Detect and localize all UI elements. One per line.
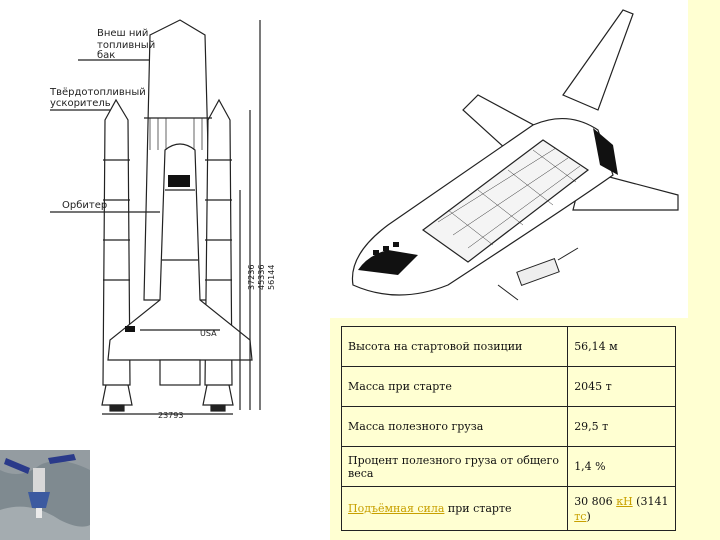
height-dimension-3: 56144 — [267, 265, 276, 290]
spec-value: 56,14 м — [567, 326, 676, 367]
table-row: Подъёмная сила при старте 30 806 кН (314… — [340, 486, 676, 531]
orbiter-label: Орбитер — [62, 200, 107, 211]
spec-key: Подъёмная сила при старте — [340, 486, 569, 531]
table-row: Масса полезного груза 29,5 т — [340, 406, 676, 447]
spec-table: Высота на стартовой позиции 56,14 м Масс… — [340, 326, 676, 531]
side-accent-bar — [688, 0, 720, 540]
vertical-tail — [562, 9, 634, 111]
width-dimension: 23793 — [158, 411, 183, 420]
spec-value: 2045 т — [567, 366, 676, 407]
thrust-close: ) — [586, 509, 591, 523]
orbiter-cutaway-drawing — [351, 9, 679, 301]
booster-label-line1: Твёрдотопливный — [49, 87, 146, 98]
spec-key: Масса при старте — [340, 366, 569, 407]
booster-label-line2: ускоритель — [50, 98, 111, 109]
height-dimension-2: 45336 — [257, 265, 266, 290]
usa-marking: USA — [200, 329, 217, 338]
thrust-link[interactable]: Подъёмная сила — [348, 502, 445, 515]
shuttle-stack-drawing: Внеш ний топливный бак Твёрдотопливный у… — [49, 19, 276, 420]
spec-key: Масса полезного груза — [340, 406, 569, 447]
left-booster — [102, 98, 131, 386]
orbiter-body — [107, 143, 253, 361]
table-row: Высота на стартовой позиции 56,14 м — [340, 326, 676, 367]
spec-value: 30 806 кН (3141 тс) — [567, 486, 676, 531]
spec-key: Процент полезного груза от общего веса — [340, 446, 569, 487]
spec-value: 1,4 % — [567, 446, 676, 487]
table-row: Процент полезного груза от общего веса 1… — [340, 446, 676, 487]
satellite-thumbnail — [0, 450, 90, 540]
spec-value: 29,5 т — [567, 406, 676, 447]
cargo-bay — [421, 139, 590, 263]
unit-link-ts[interactable]: тс — [574, 509, 587, 523]
tank-label-line3: бак — [97, 50, 115, 61]
tank-label-line1: Внеш ний — [97, 28, 148, 39]
thrust-value: 30 806 — [574, 494, 617, 508]
tank-label-line2: топливный — [97, 40, 155, 51]
spec-key: Высота на стартовой позиции — [340, 326, 569, 367]
thrust-suffix: при старте — [444, 502, 512, 515]
height-dimension-1: 37236 — [247, 265, 256, 290]
thrust-value-alt: (3141 — [632, 494, 669, 508]
unit-link-kn[interactable]: кН — [616, 494, 633, 508]
table-row: Масса при старте 2045 т — [340, 366, 676, 407]
